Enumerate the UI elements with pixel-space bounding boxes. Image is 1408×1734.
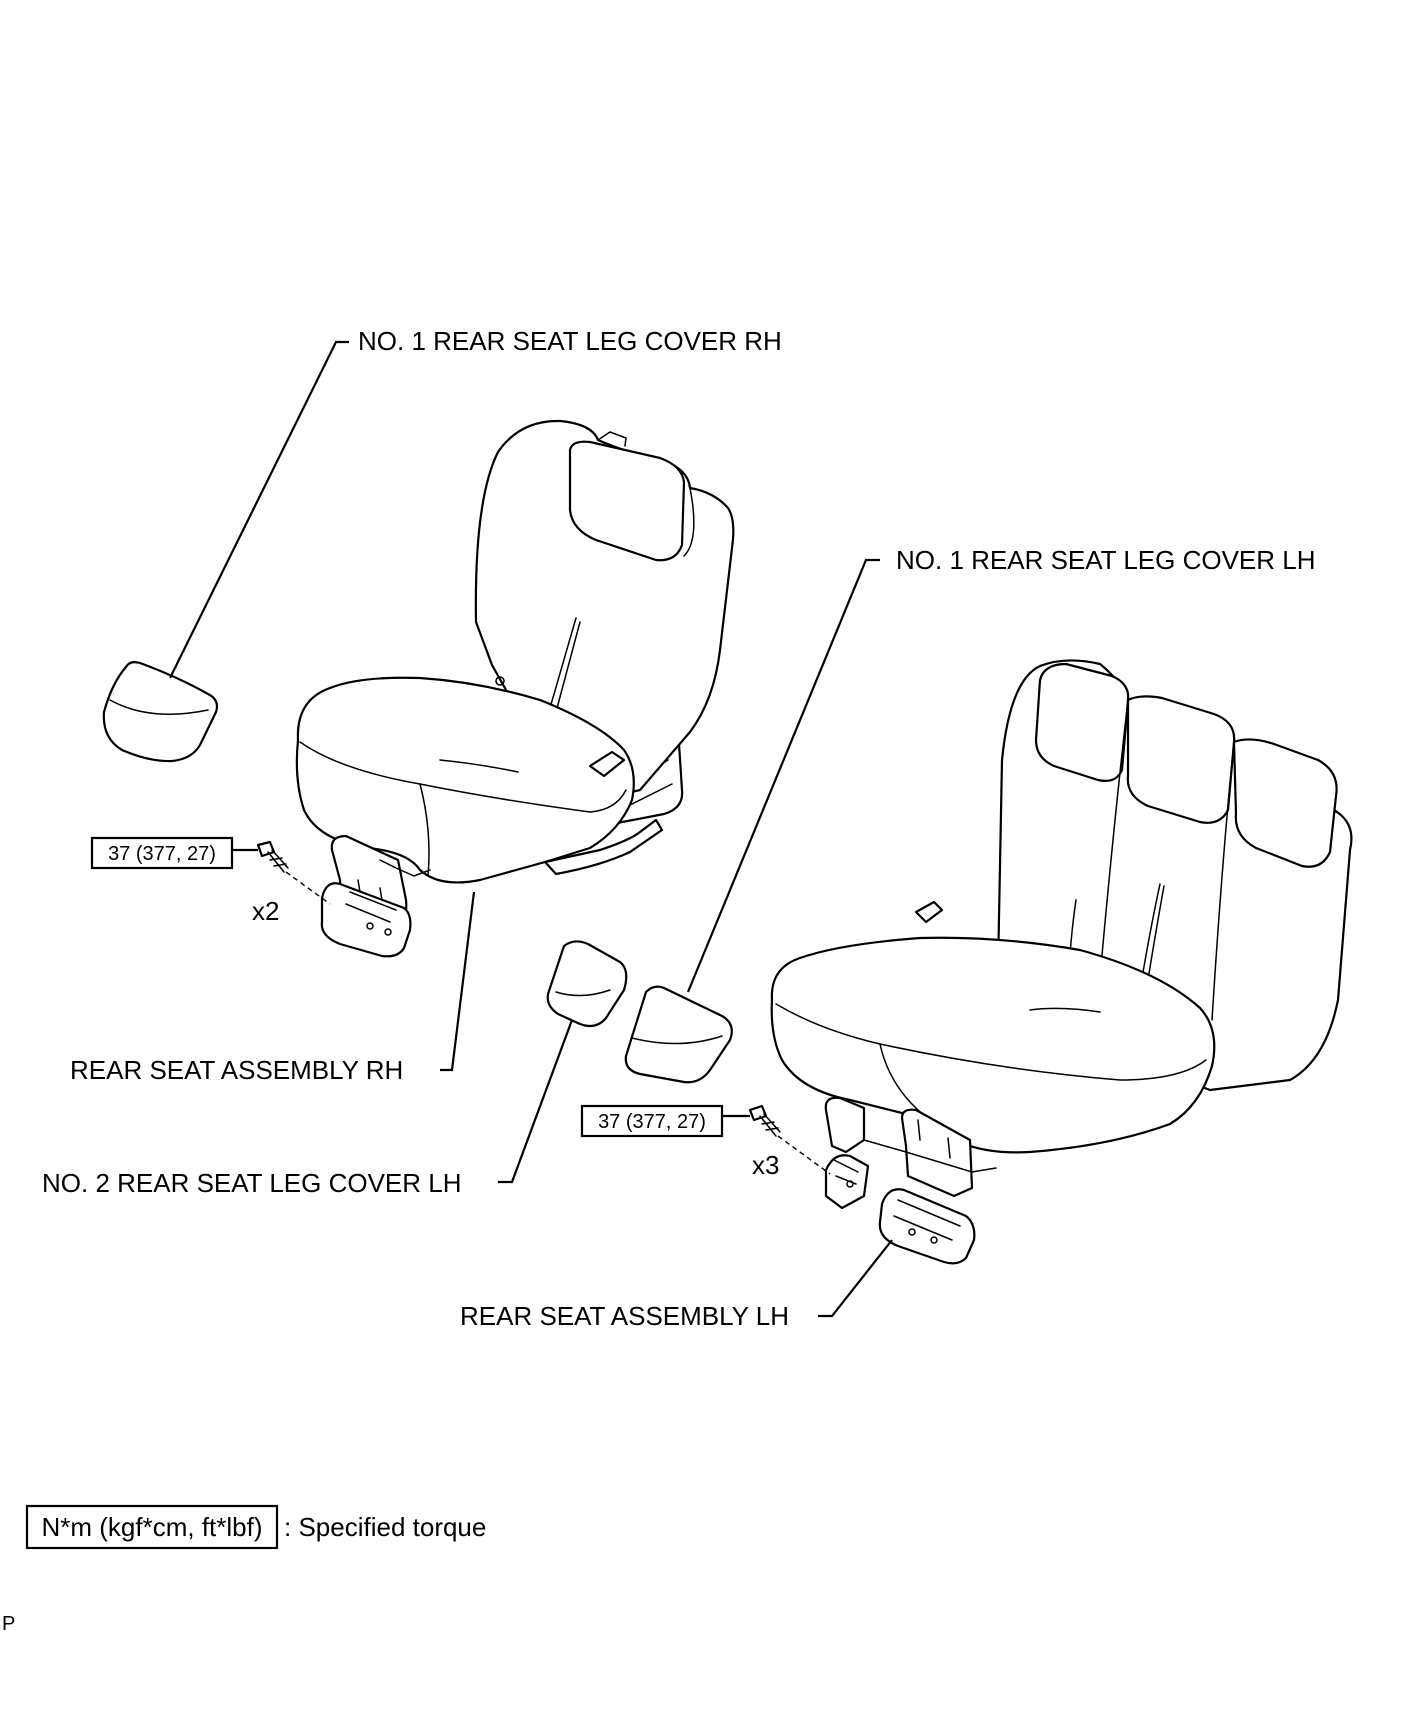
torque-rh-qty: x2 <box>252 896 279 926</box>
legend-description: : Specified torque <box>284 1512 486 1542</box>
leg-cover-rh-part <box>102 661 219 763</box>
leg-cover-lh-part <box>624 985 733 1084</box>
leg-cover-rh-leader <box>169 340 349 679</box>
seat-lh-leader <box>818 1239 893 1318</box>
torque-lh-qty: x3 <box>752 1150 779 1180</box>
seat-lh-label: REAR SEAT ASSEMBLY LH <box>460 1301 789 1331</box>
leg-cover-lh-leader <box>686 558 880 993</box>
seat-rh-label: REAR SEAT ASSEMBLY RH <box>70 1055 403 1085</box>
corner-mark: P <box>2 1613 15 1635</box>
torque-lh-value: 37 (377, 27) <box>598 1111 706 1133</box>
torque-rh-box <box>90 836 234 870</box>
leg-cover-lh-label: NO. 1 REAR SEAT LEG COVER LH <box>896 545 1316 575</box>
torque-lh-box <box>580 1104 724 1138</box>
bolt-rh-guide <box>285 871 331 905</box>
bolt-lh-icon <box>748 1104 781 1137</box>
leg-cover-2-lh-label: NO. 2 REAR SEAT LEG COVER LH <box>42 1168 462 1198</box>
bolt-lh-guide <box>777 1135 831 1175</box>
torque-rh-value: 37 (377, 27) <box>108 843 216 865</box>
leg-cover-2-lh-part <box>546 940 628 1028</box>
legend-box-text: N*m (kgf*cm, ft*lbf) <box>41 1512 262 1542</box>
rear-seat-lh <box>770 659 1353 1265</box>
legend-box <box>25 1504 279 1550</box>
rear-seat-rh <box>295 419 735 958</box>
bolt-rh-icon <box>256 840 289 873</box>
leg-cover-rh-label: NO. 1 REAR SEAT LEG COVER RH <box>358 326 782 356</box>
seat-rh-leader <box>440 891 476 1072</box>
leg-cover-2-lh-leader <box>498 1019 574 1184</box>
